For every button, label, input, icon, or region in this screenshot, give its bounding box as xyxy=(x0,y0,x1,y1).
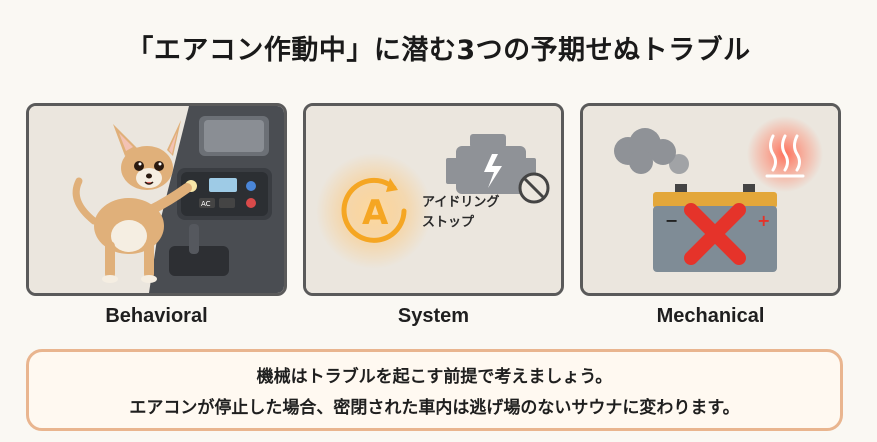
prohibition-icon xyxy=(518,172,550,204)
idle-stop-line2: ストップ xyxy=(422,215,475,230)
chihuahua-illustration: AC xyxy=(29,106,284,293)
engine-icon xyxy=(446,134,536,194)
advice-note: 機械はトラブルを起こす前提で考えましょう。 エアコンが停止した場合、密閉された車… xyxy=(26,349,843,431)
svg-text:−: − xyxy=(665,211,678,230)
idling-stop-illustration: A アイドリング ストップ xyxy=(306,106,561,293)
page-title: 「エアコン作動中」に潜む3つの予期せぬトラブル xyxy=(126,35,751,66)
red-x-icon xyxy=(684,203,746,265)
ac-button-label: AC xyxy=(201,200,211,208)
idle-stop-line1: アイドリング xyxy=(422,194,499,210)
heat-icon xyxy=(765,134,805,178)
system-label: System xyxy=(397,305,470,327)
mechanical-label: Mechanical xyxy=(656,305,765,327)
system-card: A アイドリング ストップ xyxy=(303,103,564,296)
smoke-icon xyxy=(614,128,689,174)
mechanical-card: − + xyxy=(580,103,841,296)
behavioral-card: AC xyxy=(26,103,287,296)
dead-battery-illustration: − + xyxy=(583,106,838,293)
note-line-1: 機械はトラブルを起こす前提で考えましょう。 xyxy=(256,367,613,387)
svg-text:+: + xyxy=(757,211,770,230)
note-line-2: エアコンが停止した場合、密閉された車内は逃げ場のないサウナに変わります。 xyxy=(129,398,740,418)
auto-stop-letter: A xyxy=(362,193,389,233)
auto-stop-badge-icon: A xyxy=(341,177,407,243)
behavioral-label: Behavioral xyxy=(105,305,208,327)
